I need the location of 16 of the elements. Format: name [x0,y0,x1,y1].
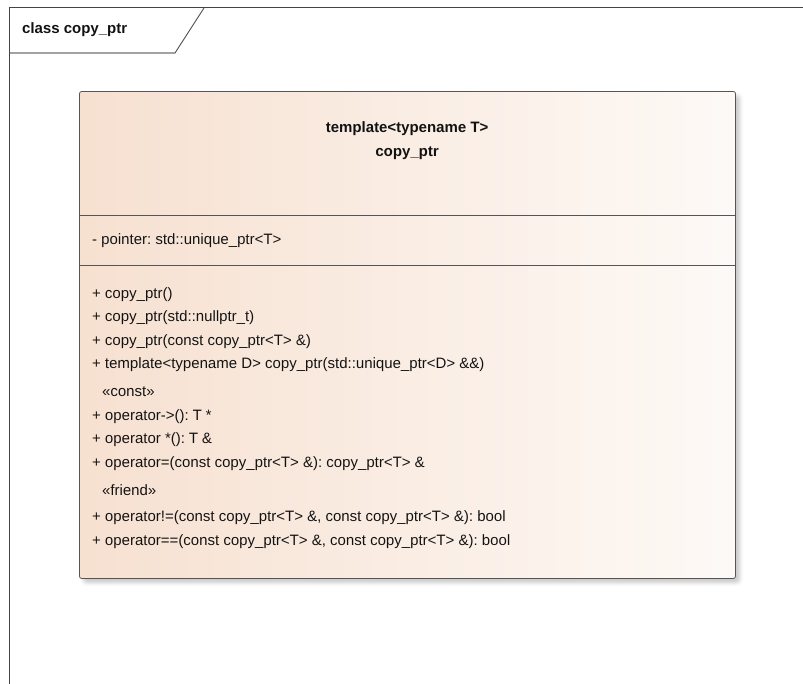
attribute-text: - pointer: std::unique_ptr<T> [92,231,282,248]
class-box [79,91,736,579]
operation-text: + copy_ptr(const copy_ptr<T> &) [92,332,311,349]
frame-title: class copy_ptr [22,20,128,37]
operation-text: + operator->(): T * [92,407,212,424]
operation-text: + operator=(const copy_ptr<T> &): copy_ptr<T> & [92,454,425,471]
stereotype-label: «friend» [102,482,156,499]
operation-text: + operator!=(const copy_ptr<T> &, const copy_ptr<T> &): bool [92,508,506,525]
operation-text: + operator *(): T & [92,430,212,447]
class-name: template<typename T> copy_ptr [324,118,490,162]
operation-text: + copy_ptr() [92,285,172,302]
operation-text: + template<typename D> copy_ptr(std::unique_ptr<D> &&) [92,355,484,372]
operation-text: + operator==(const copy_ptr<T> &, const copy_ptr<T> &): bool [92,532,510,549]
stereotype-label: «const» [102,383,155,400]
operation-text: + copy_ptr(std::nullptr_t) [92,308,254,325]
diagram-frame [9,7,803,684]
